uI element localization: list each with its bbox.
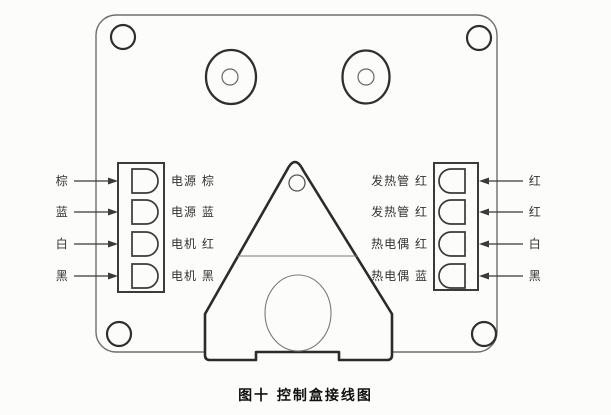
terminal-right-4 [438, 263, 466, 289]
terminal-label-motor-black: 电机 黑 [171, 269, 215, 283]
terminal-right-2 [438, 199, 466, 225]
wire-color-label-white-right: 白 [528, 237, 542, 251]
wire-color-label-brown: 棕 [55, 174, 69, 188]
screw-hole-top-left [109, 23, 137, 51]
terminal-block-right [433, 162, 479, 291]
terminal-block-left [117, 162, 165, 293]
cable-grommet-right-hole [357, 68, 375, 86]
terminal-label-heater-red-2: 发热管 红 [371, 205, 428, 219]
wire-arrowheads-left [108, 177, 118, 280]
cable-grommet-left [204, 48, 258, 106]
terminal-label-thermocouple-red: 热电偶 红 [371, 237, 428, 251]
wire-color-label-black: 黑 [55, 269, 69, 283]
wire-color-label-blue: 蓝 [55, 205, 69, 219]
wire-color-label-black-right: 黑 [528, 269, 542, 283]
terminal-left-1 [131, 168, 159, 194]
cable-grommet-right [341, 49, 391, 105]
bracket-center-hole [264, 274, 332, 352]
terminal-left-2 [131, 199, 159, 225]
terminal-right-1 [438, 168, 466, 194]
wire-color-label-red-2: 红 [528, 205, 542, 219]
wire-arrowheads-right [479, 177, 489, 280]
cable-grommet-left-hole [221, 68, 239, 86]
mounting-bracket [203, 160, 394, 362]
terminal-label-heater-red-1: 发热管 红 [371, 174, 428, 188]
terminal-label-thermocouple-blue: 热电偶 蓝 [371, 269, 428, 283]
screw-hole-bottom-left [105, 320, 133, 348]
wire-leads-right [487, 180, 523, 277]
terminal-label-power-blue: 电源 蓝 [171, 205, 215, 219]
terminal-label-motor-red: 电机 红 [171, 237, 215, 251]
wire-color-label-white: 白 [55, 237, 69, 251]
wire-leads-left [74, 180, 110, 277]
terminal-label-power-brown: 电源 棕 [171, 174, 215, 188]
terminal-left-3 [131, 231, 159, 257]
screw-hole-bottom-right [470, 320, 498, 348]
screw-hole-top-right [465, 24, 493, 52]
figure-caption: 图十 控制盒接线图 [238, 388, 373, 404]
bracket-top-hole [288, 174, 306, 192]
wire-color-label-red-1: 红 [528, 174, 542, 188]
terminal-left-4 [131, 263, 159, 289]
terminal-right-3 [438, 231, 466, 257]
